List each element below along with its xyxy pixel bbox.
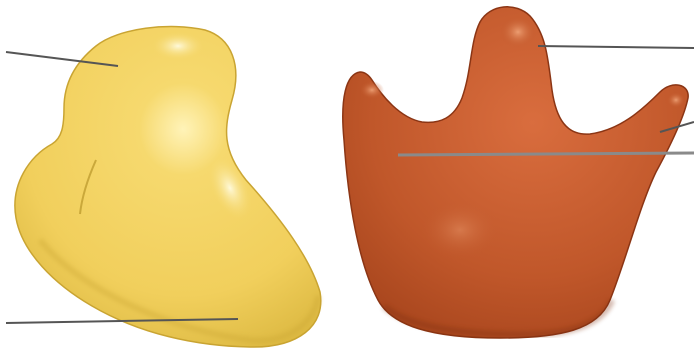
red-top-lobe-highlight [500,16,536,48]
leader-line-red-body [398,153,694,155]
yellow-top-highlight [152,32,204,60]
red-left-lobe-highlight [360,81,384,99]
leader-line-red-top-lobe [538,46,694,48]
red-hand-body [343,7,688,338]
red-body-highlight [420,200,500,260]
red-right-lobe-highlight [667,92,685,108]
yellow-blob-body [15,27,321,348]
yellow-blob-shape [15,27,321,348]
red-hand-shape [343,7,688,338]
